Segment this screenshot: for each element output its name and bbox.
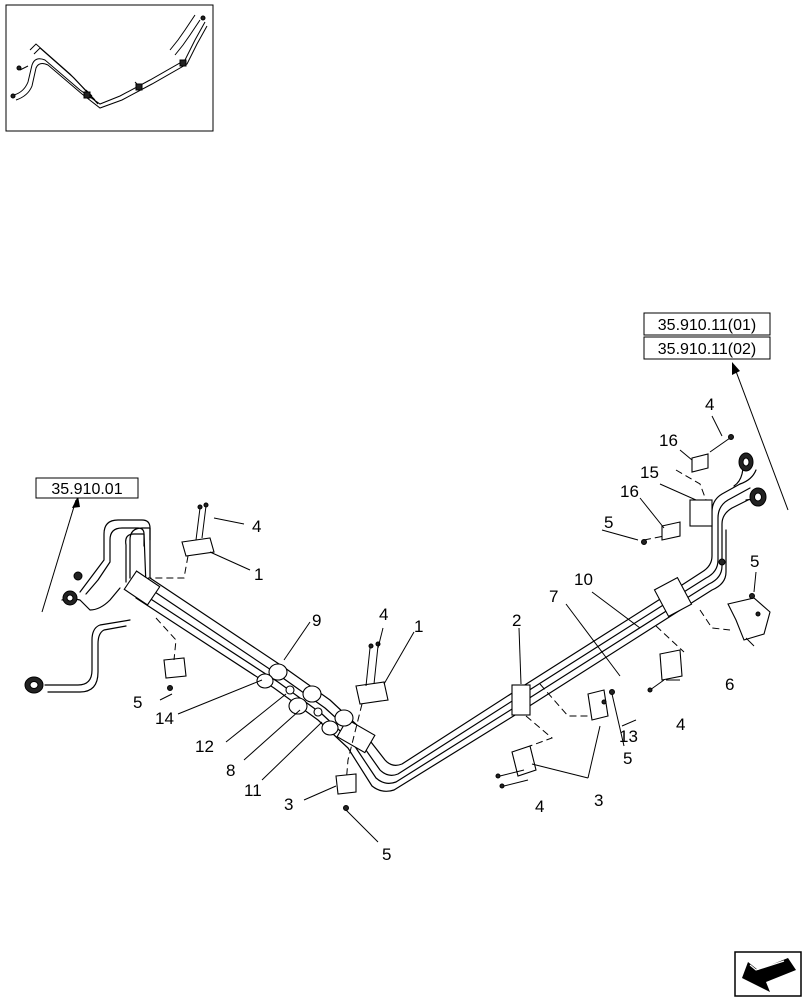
callout-label: 2 <box>512 611 521 630</box>
callout-label: 5 <box>604 513 613 532</box>
next-page-arrow-icon[interactable] <box>734 951 802 997</box>
callout-label: 16 <box>620 482 639 501</box>
brackets <box>148 434 771 811</box>
callout-label: 4 <box>676 715 685 734</box>
callout-label: 7 <box>549 587 558 606</box>
callout-label: 1 <box>414 617 423 636</box>
callout-label: 3 <box>594 791 603 810</box>
callout-label: 8 <box>226 761 235 780</box>
callouts: 4 1 9 5 14 12 8 11 4 1 3 5 2 7 10 3 4 5 … <box>133 395 759 864</box>
reference-left-text: 35.910.01 <box>51 481 122 498</box>
reference-right-2-text: 35.910.11(02) <box>658 341 756 358</box>
leader-lines <box>41 365 789 843</box>
callout-label: 5 <box>623 749 632 768</box>
pipe-bundle <box>24 452 767 792</box>
callout-label: 14 <box>155 709 174 728</box>
callout-label: 16 <box>659 431 678 450</box>
callout-label: 5 <box>382 845 391 864</box>
callout-label: 4 <box>252 517 261 536</box>
callout-label: 4 <box>379 605 388 624</box>
reference-left-box: 35.910.01 <box>35 477 139 499</box>
reference-right-box: 35.910.11(01) 35.910.11(02) <box>643 312 771 360</box>
callout-label: 4 <box>705 395 714 414</box>
callout-label: 13 <box>619 727 638 746</box>
callout-label: 5 <box>750 552 759 571</box>
callout-label: 5 <box>133 693 142 712</box>
reference-arrowheads <box>72 362 740 508</box>
overview-thumbnail <box>5 4 214 132</box>
callout-label: 10 <box>574 570 593 589</box>
reference-right-1-text: 35.910.11(01) <box>658 317 756 334</box>
callout-label: 1 <box>254 565 263 584</box>
callout-label: 12 <box>195 737 214 756</box>
callout-label: 4 <box>535 797 544 816</box>
callout-label: 9 <box>312 611 321 630</box>
callout-label: 6 <box>725 675 734 694</box>
callout-label: 11 <box>244 781 262 800</box>
callout-label: 15 <box>640 463 659 482</box>
callout-label: 3 <box>284 795 293 814</box>
